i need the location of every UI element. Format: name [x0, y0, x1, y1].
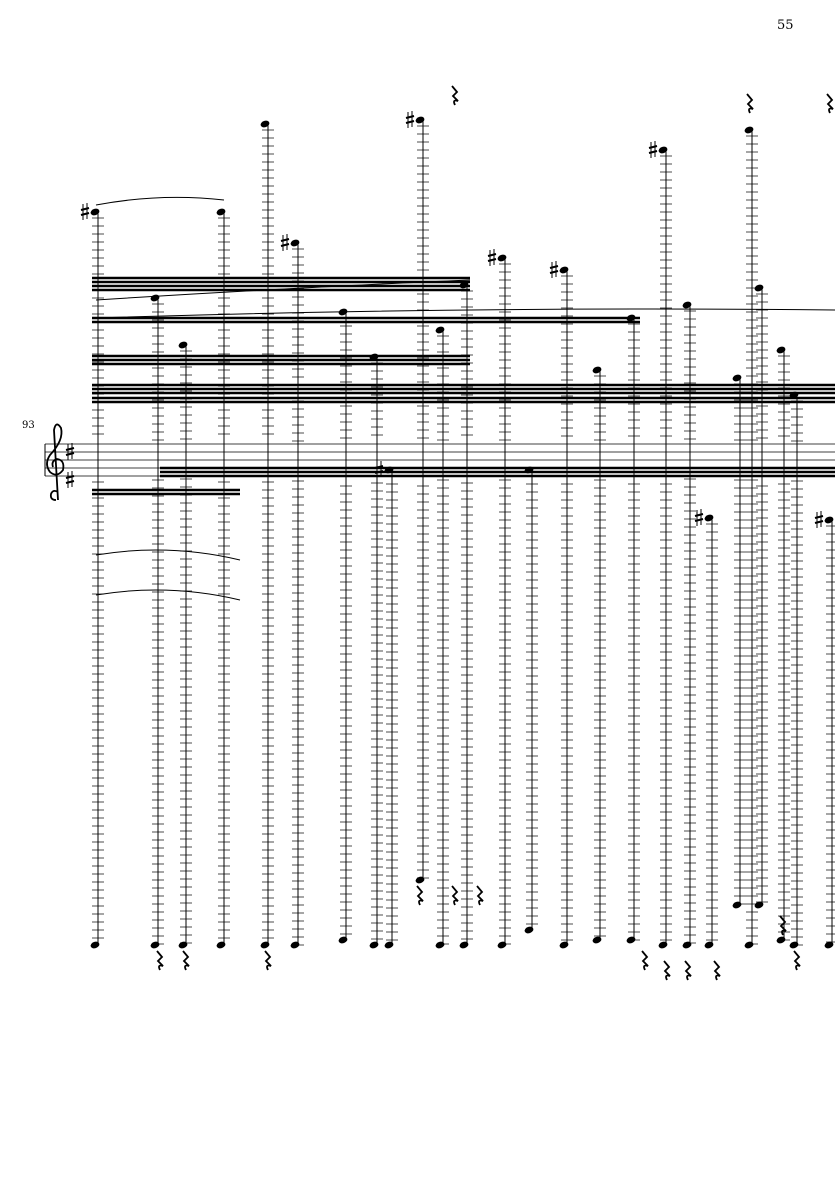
notehead	[754, 901, 764, 909]
notehead	[744, 126, 754, 134]
quarter-rest-icon	[641, 950, 649, 971]
sharp-icon-bars	[487, 253, 497, 262]
notehead	[658, 941, 668, 949]
notehead	[776, 936, 786, 944]
notehead	[682, 941, 692, 949]
treble-clef-icon	[46, 423, 65, 501]
quarter-rest-icon	[793, 950, 801, 971]
notehead	[824, 941, 834, 949]
key-signature-sharp-bars	[65, 447, 75, 456]
quarter-rest-icon	[476, 885, 484, 906]
quarter-rest-icon	[663, 960, 671, 981]
notehead	[459, 941, 469, 949]
notehead	[824, 516, 834, 524]
notehead	[216, 941, 226, 949]
sharp-icon	[82, 203, 88, 220]
notehead	[369, 941, 379, 949]
quarter-rest-icon	[713, 960, 721, 981]
notehead	[178, 941, 188, 949]
quarter-rest-icon	[451, 85, 459, 106]
notehead	[704, 941, 714, 949]
notehead	[338, 936, 348, 944]
quarter-rest-icon	[746, 93, 754, 114]
notehead	[559, 266, 569, 274]
quarter-rest-icon	[451, 885, 459, 906]
tie	[95, 279, 471, 301]
sharp-icon-bars	[814, 515, 824, 524]
notehead	[290, 239, 300, 247]
notehead	[497, 941, 507, 949]
quarter-rest-icon	[264, 950, 272, 971]
notehead	[415, 876, 425, 884]
tie	[95, 308, 835, 319]
sharp-icon	[696, 509, 702, 526]
quarter-rest-icon	[826, 93, 834, 114]
quarter-rest-icon	[779, 915, 787, 936]
tie	[95, 549, 241, 561]
notehead	[776, 346, 786, 354]
key-signature-sharp-bars	[65, 475, 75, 484]
notehead	[754, 284, 764, 292]
notehead	[592, 936, 602, 944]
quarter-rest-icon	[182, 950, 190, 971]
sharp-icon-bars	[694, 513, 704, 522]
sharp-icon	[551, 261, 557, 278]
sharp-icon	[816, 511, 822, 528]
notehead	[658, 146, 668, 154]
notehead	[260, 941, 270, 949]
sharp-icon	[282, 234, 288, 251]
sharp-icon-bars	[405, 115, 415, 124]
notehead	[384, 941, 394, 949]
quarter-rest-icon	[156, 950, 164, 971]
sharp-icon-bars	[549, 265, 559, 274]
notehead	[150, 294, 160, 302]
notehead	[435, 941, 445, 949]
notehead	[90, 941, 100, 949]
key-signature-sharp	[67, 471, 73, 488]
notehead	[626, 936, 636, 944]
notehead	[260, 120, 270, 128]
sharp-icon-bars	[80, 207, 90, 216]
sharp-icon	[489, 249, 495, 266]
notehead	[524, 926, 534, 934]
notehead	[178, 341, 188, 349]
notehead	[90, 208, 100, 216]
sharp-icon	[407, 111, 413, 128]
notehead	[744, 941, 754, 949]
notehead	[704, 514, 714, 522]
sharp-icon-bars	[280, 238, 290, 247]
key-signature-sharp	[67, 443, 73, 460]
measure-number: 93	[22, 420, 35, 431]
notehead	[290, 941, 300, 949]
notehead	[435, 326, 445, 334]
notehead	[789, 941, 799, 949]
notehead	[732, 374, 742, 382]
notehead	[592, 366, 602, 374]
notehead	[732, 901, 742, 909]
page-number: 55	[777, 18, 794, 33]
quarter-rest-icon	[416, 885, 424, 906]
quarter-rest-icon	[684, 960, 692, 981]
notehead	[216, 208, 226, 216]
notehead	[150, 941, 160, 949]
notehead	[497, 254, 507, 262]
sharp-icon	[650, 141, 656, 158]
tie	[95, 196, 225, 206]
notehead	[415, 116, 425, 124]
sharp-icon-bars	[648, 145, 658, 154]
notehead	[682, 301, 692, 309]
notehead	[559, 941, 569, 949]
tie	[95, 589, 241, 601]
